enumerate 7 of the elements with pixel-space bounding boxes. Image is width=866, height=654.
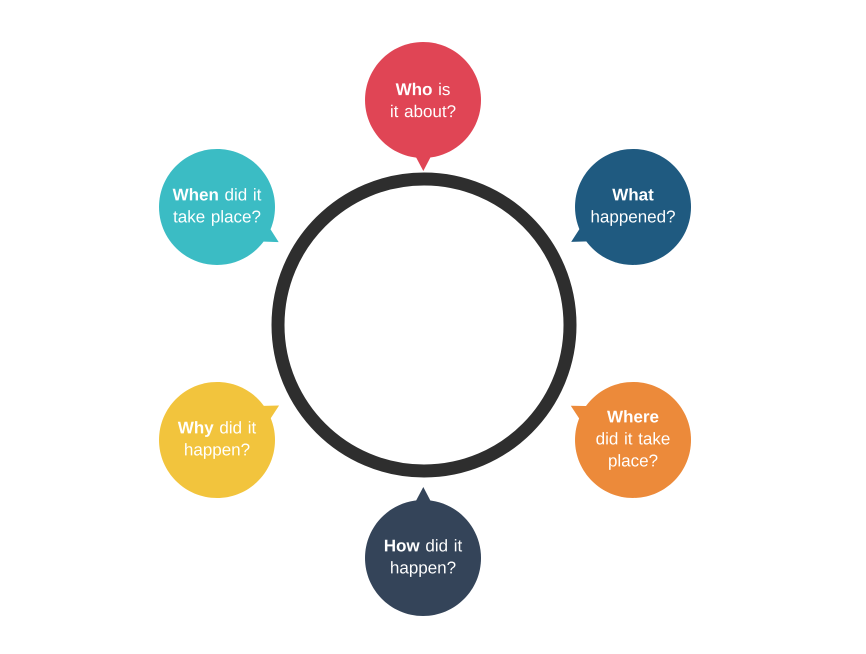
speech-bubble: Why did it happen? xyxy=(159,382,280,498)
speech-bubble: What happened? xyxy=(571,149,691,265)
speech-bubble: Who is it about? xyxy=(365,42,481,171)
speech-bubble: Where did it take place? xyxy=(570,382,691,498)
speech-bubble: How did it happen? xyxy=(365,487,481,616)
ring xyxy=(272,172,576,478)
speech-bubble: When did it take place? xyxy=(159,149,279,265)
